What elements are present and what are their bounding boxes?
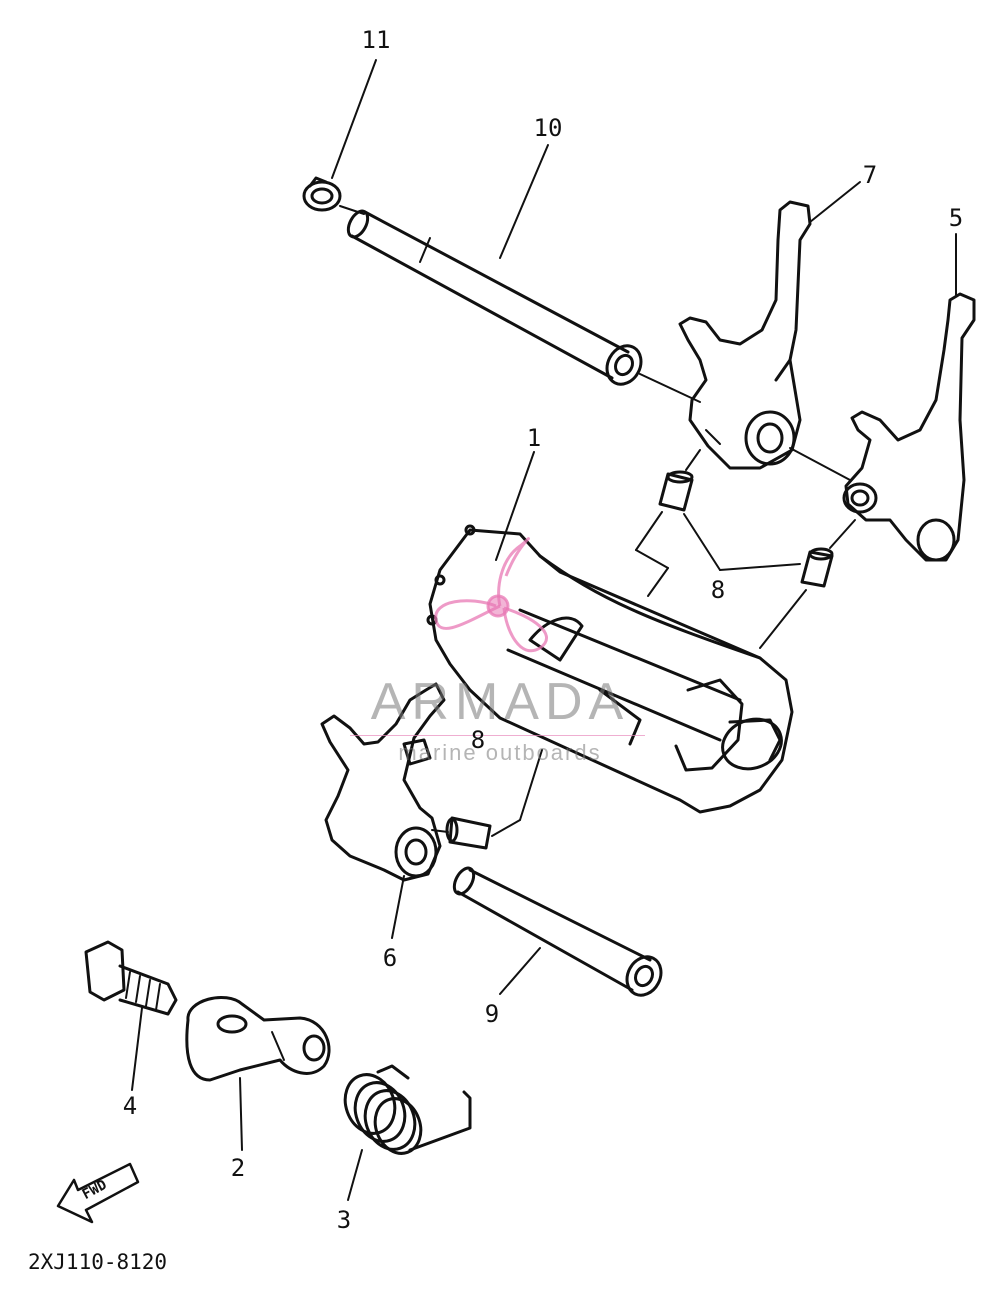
axis-line-10 bbox=[639, 373, 701, 403]
watermark-brand: ARMADA bbox=[370, 673, 630, 731]
leader-line-8-lower bbox=[491, 749, 543, 837]
leader-line-10 bbox=[499, 144, 549, 259]
leader-line-4 bbox=[131, 1007, 143, 1091]
part-label-7: 7 bbox=[862, 161, 878, 189]
part-label-9: 9 bbox=[484, 1000, 500, 1028]
leader-line-1 bbox=[495, 451, 535, 561]
part-label-5: 5 bbox=[948, 204, 964, 232]
shift-fork-5-part bbox=[842, 292, 976, 562]
bolt-4-part bbox=[84, 940, 178, 1016]
leader-line-11 bbox=[331, 59, 377, 179]
watermark-tagline: marine outboards bbox=[398, 740, 602, 765]
watermark-logo-icon bbox=[434, 537, 548, 653]
part-label-8-lower: 8 bbox=[470, 726, 486, 754]
leader-line-9 bbox=[499, 947, 541, 995]
guide-bar-10-part bbox=[346, 209, 643, 386]
part-label-8-upper: 8 bbox=[710, 576, 726, 604]
leader-line-8-upper bbox=[635, 511, 807, 649]
part-label-4: 4 bbox=[122, 1092, 138, 1120]
leader-line-7 bbox=[809, 181, 861, 223]
guide-pin-8-upper-parts bbox=[658, 449, 856, 588]
drawing-code: 2XJ110-8120 bbox=[28, 1250, 168, 1274]
part-label-3: 3 bbox=[336, 1206, 352, 1234]
part-label-1: 1 bbox=[526, 424, 542, 452]
part-label-2: 2 bbox=[230, 1154, 246, 1182]
leader-line-2 bbox=[239, 1077, 243, 1151]
circlip-part bbox=[302, 176, 342, 212]
shift-fork-6-part bbox=[320, 682, 446, 882]
leader-line-6 bbox=[391, 875, 405, 939]
shift-fork-7-part bbox=[678, 200, 812, 470]
axis-line-7 bbox=[789, 447, 851, 481]
watermark-divider bbox=[350, 735, 645, 736]
fwd-arrow-icon bbox=[56, 1162, 140, 1224]
part-label-10: 10 bbox=[533, 114, 563, 142]
torsion-spring-3-part bbox=[343, 1064, 472, 1155]
stopper-lever-2-part bbox=[185, 996, 331, 1082]
shift-drum-1-part bbox=[426, 524, 794, 814]
part-label-11: 11 bbox=[361, 26, 391, 54]
part-label-6: 6 bbox=[382, 944, 398, 972]
guide-pin-8-lower-part bbox=[431, 816, 492, 850]
leader-line-3 bbox=[347, 1149, 363, 1201]
guide-bar-9-part bbox=[452, 866, 663, 997]
